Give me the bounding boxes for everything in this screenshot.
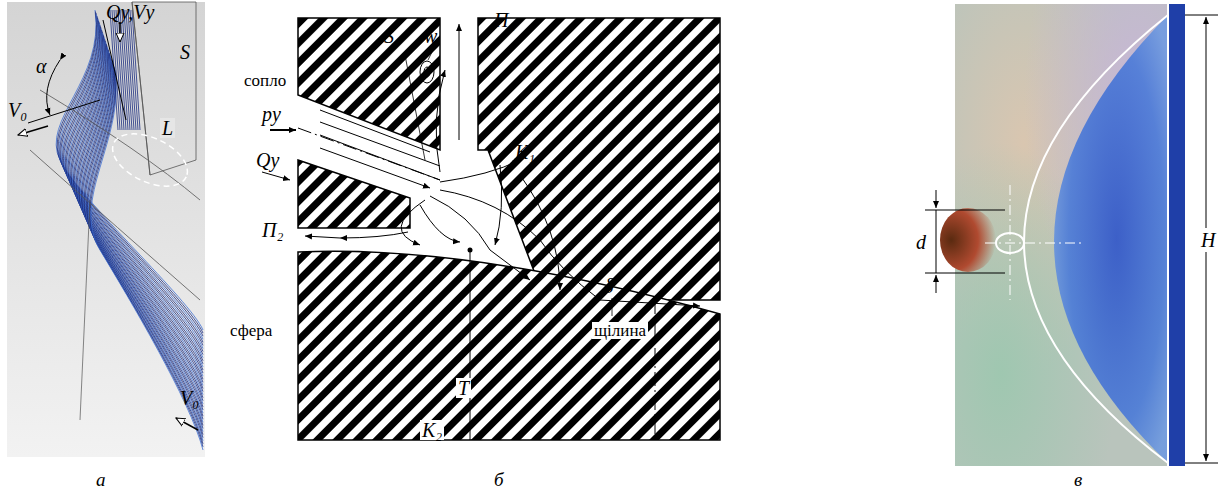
flow-render [7,2,205,457]
streamline [86,61,203,432]
imprint-photo [925,4,1218,466]
streamline [73,39,203,388]
panel-letter: б [494,470,504,489]
vortex-label: w [424,26,437,46]
streamline [88,65,203,440]
part-name: сопло [244,72,286,89]
point-label: T [456,378,471,398]
dimension-label: H [1199,230,1217,250]
streamline [73,38,203,386]
streamline [81,52,203,414]
flow-label: Qу [256,150,279,170]
flow-label: П₁ [494,10,515,30]
pressure-label: pу [262,104,281,124]
angle-label: α [36,56,47,76]
streamline [76,44,203,398]
streamline [82,55,203,420]
streamline [91,70,203,450]
flow-label: П₂ [262,220,283,240]
streamline [78,47,203,404]
panel-letter: в [1074,470,1082,489]
flow-label: Qу,Vу [106,2,154,22]
part-name: щілина [592,322,648,339]
streamline [74,41,203,392]
streamline [130,10,138,130]
streamline [75,42,203,394]
streamline [87,62,203,434]
nozzle-section [262,18,720,440]
streamline [81,53,203,416]
line-label: L [160,118,175,138]
dimension-label: δ [604,276,613,296]
streamline [77,45,203,400]
streamline [80,50,203,410]
region-label: S [180,42,190,62]
streamline [79,48,203,406]
point-label: K₂ [420,420,444,440]
point-label: K₁ [515,142,535,162]
region-label: S [384,26,394,46]
streamline [89,67,203,444]
dimension-label: d [916,232,926,252]
panel-letter: а [96,470,106,489]
velocity-label: V₀ [180,388,199,408]
streamline [87,64,203,438]
streamline [90,68,203,446]
part-name: сфера [230,322,272,339]
velocity-label: V₀ [8,100,27,120]
